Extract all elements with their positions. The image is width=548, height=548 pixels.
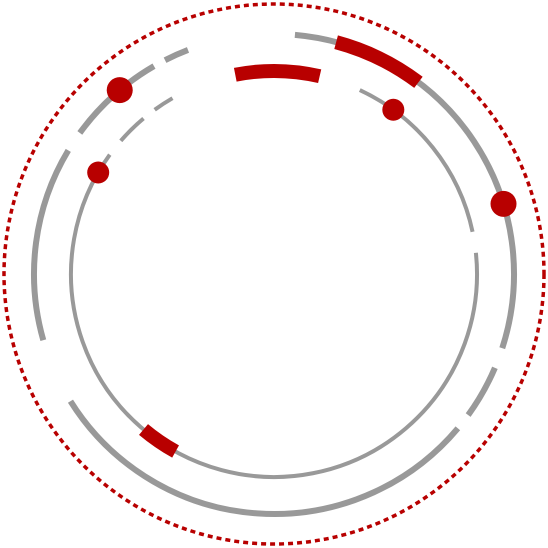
red-marker-dot-4 [382,98,405,121]
middle-ring-arc-4 [31,148,71,341]
inner-ring-arc-1 [358,88,475,233]
red-marker-dots [87,77,517,217]
red-marker-dot-3 [87,161,110,184]
middle-ring-arc-6 [124,63,156,88]
red-highlight-arc-3 [139,424,180,458]
red-arc-highlights [139,35,423,458]
inner-gray-ring [69,88,479,479]
red-highlight-arc-2 [233,64,322,84]
middle-gray-ring [31,31,517,517]
middle-ring-arc-3 [67,399,461,517]
middle-ring-arc-7 [163,47,190,63]
inner-ring-arc-3 [119,116,145,143]
red-marker-dot-1 [106,77,133,104]
middle-ring-arc-1 [294,31,517,350]
inner-ring-arc-4 [153,96,174,112]
middle-ring-arc-5 [77,93,116,135]
inner-ring-arc-2 [69,153,479,479]
middle-ring-arc-2 [465,366,498,417]
red-highlight-arc-1 [334,35,423,88]
red-marker-dot-2 [490,190,517,217]
